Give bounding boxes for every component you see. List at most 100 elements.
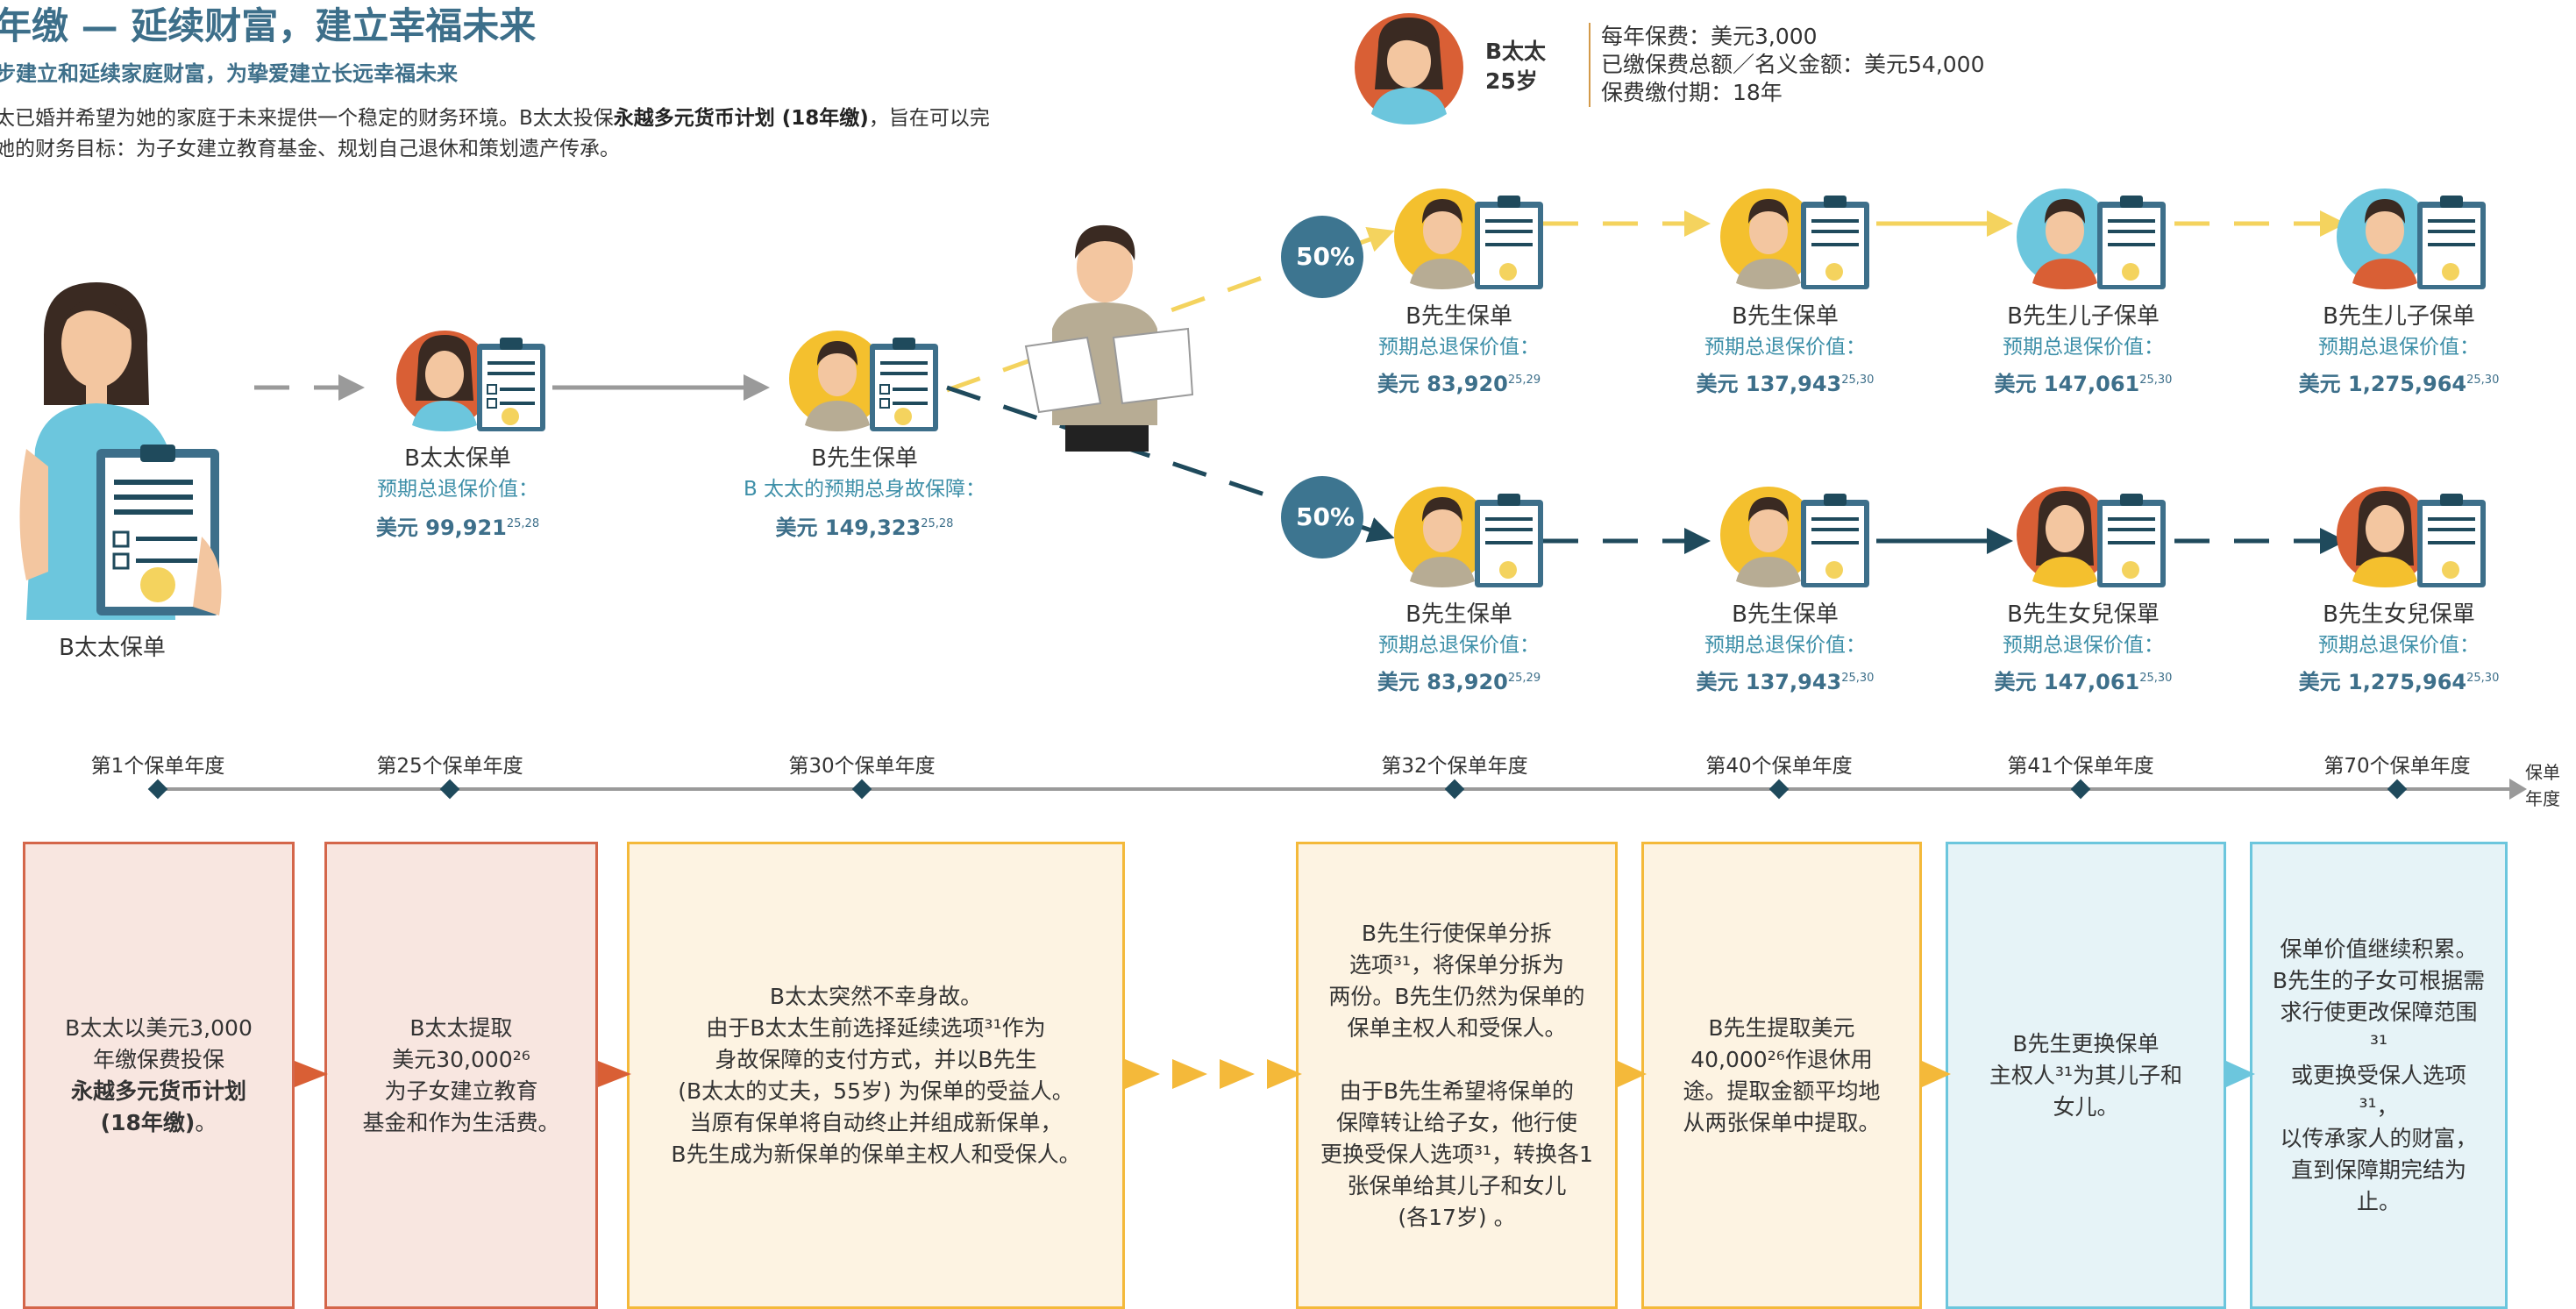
mrs-b-figure-illustration (19, 282, 222, 620)
event-text-year-32: B先生行使保单分拆 选项³¹，将保单分拆为 两份。B先生仍然为保单的 保单主权人… (1320, 920, 1593, 1230)
bottom-policy-1-value-text: 美元 83,920 (1377, 670, 1508, 694)
flow-connectors (254, 210, 2346, 558)
intro-text-line2: 她的财务目标：为子女建立教育基金、规划自己退休和策划遗产传承。 (0, 138, 620, 160)
persona-total-premium: 已缴保费总额／名义金额：美元54,000 (1601, 52, 1985, 77)
bottom-policy-2-icon (1720, 487, 1869, 587)
chevron-4 (1172, 1059, 1207, 1089)
intro-text-pre: 太已婚并希望为她的家庭于未来提供一个稳定的财务环境。B太太投保 (0, 107, 614, 130)
bottom-policy-4-value: 美元 1,275,96425,30 (2299, 665, 2500, 695)
persona-name: B太太 (1485, 39, 1547, 64)
bottom-policy-1-icon (1394, 487, 1543, 587)
top-policy-2-icon (1720, 189, 1869, 289)
top-policy-1-value-text: 美元 83,920 (1377, 372, 1508, 396)
mrs-policy-value-text: 美元 99,921 (375, 516, 507, 540)
persona-info: 每年保费：美元3,000 已缴保费总额／名义金额：美元54,000 保费缴付期：… (1589, 23, 1984, 107)
timeline-year-30: 第30个保单年度 (788, 755, 936, 778)
bottom-policy-3-label: B先生女兒保單 (2007, 601, 2160, 628)
bottom-policy-3-value: 美元 147,06125,30 (1995, 665, 2173, 695)
start-policy-label: B太太保单 (59, 635, 166, 661)
top-policy-4-value-text: 美元 1,275,964 (2298, 372, 2467, 396)
top-policy-1-sub: 预期总退保价值： (1378, 336, 1540, 359)
persona-name-block: B太太 25岁 (1485, 37, 1546, 96)
chevron-1 (295, 1061, 328, 1087)
bottom-policy-1-value-note: 25,29 (1507, 672, 1541, 685)
event-box-year-1: B太太以美元3,000 年缴保费投保 永越多元货币计划 (18年缴)。 (23, 842, 295, 1309)
top-policy-1-value: 美元 83,92025,29 (1377, 366, 1541, 397)
intro-text-post: ，旨在可以完 (868, 107, 990, 130)
bottom-policy-3-value-note: 25,30 (2139, 672, 2173, 685)
bottom-policy-4-value-note: 25,30 (2466, 672, 2500, 685)
timeline-year-70: 第70个保单年度 (2323, 755, 2471, 778)
event-box-year-41: B先生更换保单 主权人³¹为其儿子和 女儿。 (1946, 842, 2226, 1309)
timeline-axis-label-1: 保单 (2525, 762, 2560, 783)
mr-policy-value-text: 美元 149,323 (775, 516, 922, 540)
top-policy-4-value: 美元 1,275,96425,30 (2299, 366, 2500, 397)
event-text-year-1-pre: B太太以美元3,000 年缴保费投保 (65, 1014, 253, 1072)
bottom-policy-2-label: B先生保单 (1732, 601, 1839, 628)
persona-payment-term: 保费缴付期：18年 (1601, 80, 1783, 105)
chevron-3 (1125, 1059, 1160, 1089)
mr-policy-label: B先生保单 (811, 445, 918, 472)
event-text-year-40: B先生提取美元 40,000²⁶作退休用 途。提取金额平均地 从两张保单中提取。 (1683, 1014, 1881, 1135)
event-text-year-1: B太太以美元3,000 年缴保费投保 永越多元货币计划 (18年缴)。 (65, 1013, 253, 1139)
mrs-policy-value: 美元 99,92125,28 (376, 510, 539, 541)
top-policy-2-sub: 预期总退保价值： (1704, 336, 1866, 359)
box-connectors (295, 1059, 2255, 1089)
persona-premium: 每年保费：美元3,000 (1601, 24, 1818, 49)
event-text-year-41: B先生更换保单 主权人³¹为其儿子和 女儿。 (1989, 1030, 2183, 1120)
timeline-axis (147, 779, 2527, 800)
top-policy-4-sub: 预期总退保价值： (2318, 336, 2480, 359)
mr-b-figure-illustration (1024, 224, 1194, 452)
bottom-policy-2-value: 美元 137,94325,30 (1697, 665, 1875, 695)
bottom-policy-3-icon (2017, 487, 2166, 587)
top-policy-2-value-text: 美元 137,943 (1696, 372, 1842, 396)
page-title: 年缴 — 延续财富，建立幸福未来 (0, 4, 537, 47)
bottom-policy-2-sub: 预期总退保价值： (1704, 634, 1866, 657)
top-policy-2-label: B先生保单 (1732, 303, 1839, 330)
page-subtitle: 步建立和延续家庭财富，为挚爱建立长远幸福未来 (0, 60, 458, 86)
split-percent-bottom: 50% (1296, 502, 1356, 531)
timeline-axis-label-2: 年度 (2525, 788, 2560, 809)
chevron-9 (2226, 1061, 2255, 1087)
event-box-year-25: B太太提取 美元30,000²⁶ 为子女建立教育 基金和作为生活费。 (324, 842, 598, 1309)
split-percent-top: 50% (1296, 242, 1356, 271)
split-circle-top (1281, 216, 1363, 298)
timeline-year-25: 第25个保单年度 (376, 755, 523, 778)
chevron-8 (1922, 1061, 1951, 1087)
event-text-year-70: 保单价值继续积累。 B先生的子女可根据需 求行使更改保障范围³¹ 或更换受保人选… (2272, 936, 2486, 1214)
top-policy-4-label: B先生儿子保单 (2323, 303, 2475, 330)
top-policy-1-icon (1394, 189, 1543, 289)
top-policy-4-icon (2337, 189, 2486, 289)
split-circle-bottom (1281, 476, 1363, 558)
top-policy-3-value-text: 美元 147,061 (1994, 372, 2140, 396)
timeline-axis-label: 保单 年度 (2525, 759, 2560, 812)
top-policy-2-value: 美元 137,94325,30 (1697, 366, 1875, 397)
bottom-policy-4-sub: 预期总退保价值： (2318, 634, 2480, 657)
top-policy-3-value: 美元 147,06125,30 (1995, 366, 2173, 397)
intro-text: 太已婚并希望为她的家庭于未来提供一个稳定的财务环境。B太太投保永越多元货币计划 … (0, 103, 1161, 165)
bottom-policy-4-icon (2337, 487, 2486, 587)
mrs-policy-value-note: 25,28 (506, 517, 540, 530)
bottom-policy-1-value: 美元 83,92025,29 (1377, 665, 1541, 695)
mr-policy-value: 美元 149,32325,28 (776, 510, 954, 541)
mr-policy-icon (789, 331, 938, 431)
bottom-policy-4-label: B先生女兒保單 (2323, 601, 2475, 628)
mrs-policy-icon (396, 331, 545, 431)
timeline-year-1: 第1个保单年度 (90, 755, 225, 778)
bottom-policy-2-value-text: 美元 137,943 (1696, 670, 1842, 694)
persona-age: 25岁 (1485, 68, 1538, 94)
top-policy-2-value-note: 25,30 (1841, 373, 1875, 387)
bottom-policy-4-value-text: 美元 1,275,964 (2298, 670, 2467, 694)
event-box-year-30: B太太突然不幸身故。 由于B太太生前选择延续选项³¹作为 身故保障的支付方式，并… (627, 842, 1125, 1309)
top-policy-4-value-note: 25,30 (2466, 373, 2500, 387)
timeline-year-40: 第40个保单年度 (1705, 755, 1853, 778)
mr-policy-value-note: 25,28 (921, 517, 954, 530)
bottom-policy-1-label: B先生保单 (1405, 601, 1512, 628)
timeline-year-41: 第41个保单年度 (2007, 755, 2154, 778)
top-policy-3-label: B先生儿子保单 (2007, 303, 2160, 330)
event-box-year-32: B先生行使保单分拆 选项³¹，将保单分拆为 两份。B先生仍然为保单的 保单主权人… (1296, 842, 1618, 1309)
top-policy-3-icon (2017, 189, 2166, 289)
intro-plan-name: 永越多元货币计划 (18年缴) (613, 107, 869, 130)
mrs-b-avatar (1355, 13, 1463, 124)
event-text-year-1-post: 。 (195, 1109, 217, 1135)
